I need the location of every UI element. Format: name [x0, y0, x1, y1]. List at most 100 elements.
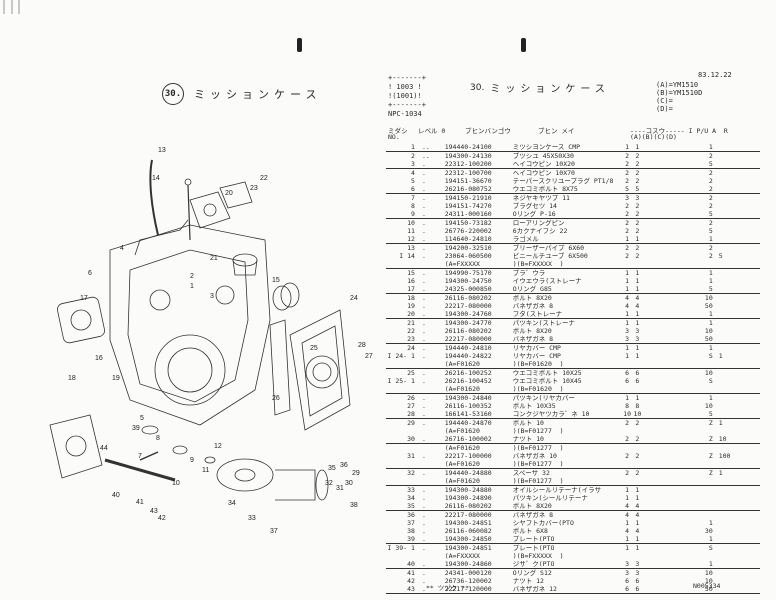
cell-qa: 4	[625, 511, 630, 519]
table-row: (A=F01620)(B=F01620 )	[386, 385, 760, 394]
cell-lv: .	[421, 269, 426, 277]
cell-nm: ブラグセツ 14	[512, 202, 557, 210]
cell-qa: 3	[625, 569, 630, 577]
cell-qb: 1	[632, 143, 643, 152]
cell-qb: 1	[635, 519, 640, 527]
cell-ex	[719, 202, 760, 210]
cell-qt: Z	[708, 419, 713, 427]
cell-lv: .	[421, 352, 426, 360]
cell-qc	[643, 511, 653, 520]
cell-ex	[718, 310, 760, 319]
cell-pn: (A=F01620	[444, 385, 513, 394]
cell-qd	[652, 502, 676, 511]
cell-qb	[632, 460, 643, 469]
cell-qa: 1	[625, 344, 630, 352]
cell-no: 31	[407, 452, 415, 460]
cell-qc	[643, 177, 653, 185]
cell-lv: .	[417, 235, 445, 244]
cell-qc	[642, 260, 653, 269]
cell-qc	[642, 285, 653, 294]
cell-qa: 1	[621, 310, 633, 319]
cell-qc	[642, 460, 653, 469]
cell-qb: 10	[632, 410, 643, 419]
cell-qd	[652, 260, 676, 269]
callout-number: 27	[365, 353, 373, 360]
cell-lv: .	[421, 327, 426, 335]
cell-qc	[643, 369, 653, 378]
cell-qb: 1	[632, 535, 643, 544]
cell-qt: S	[708, 352, 713, 360]
cell-pn: 194300-24130	[444, 152, 492, 160]
shaft-cover-shape	[216, 458, 274, 492]
cell-lv	[417, 260, 445, 269]
cell-pn: 22217-080000	[444, 302, 492, 310]
cell-qt: 50	[675, 585, 719, 594]
cell-nm: )(B=FXXXXX )	[512, 260, 622, 269]
cell-no: 26	[407, 394, 415, 402]
cell-nm: ローアリングピン	[512, 219, 565, 227]
cell-qb	[632, 444, 642, 453]
cell-ex	[719, 269, 760, 278]
table-row: (A=FXXXXX)(B=FXXXXX )	[386, 260, 760, 269]
cell-qb: 1	[632, 235, 643, 244]
cell-qc	[642, 360, 653, 369]
cell-ex	[719, 394, 760, 403]
cell-ex: 100	[718, 452, 731, 460]
cell-ex	[718, 285, 760, 294]
cell-ex	[719, 344, 760, 353]
scan-corner-marks	[0, 0, 22, 14]
cell-no	[386, 360, 418, 369]
cell-no: 4	[411, 169, 415, 177]
cell-qc	[643, 527, 653, 535]
cell-qb: 5	[632, 185, 643, 194]
cell-qb: 2	[635, 152, 640, 160]
cell-lv: .	[421, 194, 426, 202]
case-bore-shape	[154, 334, 226, 406]
cell-qb: 4	[632, 502, 643, 511]
cell-qd	[652, 560, 676, 569]
cell-ex: 1	[718, 419, 723, 427]
cell-nm: バネザガネ 8	[512, 302, 554, 310]
cell-ex	[718, 210, 760, 219]
cell-qa: 1	[625, 269, 630, 277]
cell-qc	[643, 469, 653, 478]
cell-nm: ナツト 12	[512, 577, 544, 585]
cell-nm: パツキン(リヤカバー	[512, 394, 575, 402]
model-d: (D)=	[656, 105, 673, 113]
cell-qt	[675, 460, 719, 469]
cell-qb: 1	[635, 344, 640, 352]
dipstick-shape	[187, 184, 191, 241]
cell-nm: パツキン(シールリテーナ	[512, 494, 588, 502]
catalog-code-box: +-------+! 1003 !!(1001)!+-------+NPC-10…	[388, 74, 426, 119]
rear-cover-shape	[289, 309, 351, 431]
cell-nm: )(B=F01620 )	[512, 385, 622, 394]
cell-qb: 1	[635, 352, 640, 360]
cell-nm: Oリング G85	[512, 285, 622, 294]
cell-ex	[719, 302, 760, 310]
cell-qt: 1	[675, 560, 719, 569]
cell-lv: .	[421, 219, 426, 227]
cell-qd	[653, 227, 676, 235]
cell-nm: プレート(PTO	[512, 544, 555, 552]
cell-qt: 5	[675, 210, 719, 219]
cell-qa: 2	[625, 244, 630, 252]
cell-qt	[675, 427, 718, 435]
cell-qt: 2	[708, 169, 713, 177]
cell-ex: 1	[718, 469, 723, 477]
cell-qa: 2	[625, 469, 630, 477]
cell-qd	[653, 219, 676, 228]
list-title: 30. ミッションケース	[470, 80, 610, 96]
cell-qc	[642, 143, 653, 152]
cell-lv: .	[421, 469, 426, 477]
cell-qt: 5	[675, 285, 719, 294]
cell-lv	[417, 360, 445, 369]
cell-no	[386, 477, 418, 486]
cell-qc	[643, 319, 653, 328]
cell-lv: .	[421, 202, 426, 210]
